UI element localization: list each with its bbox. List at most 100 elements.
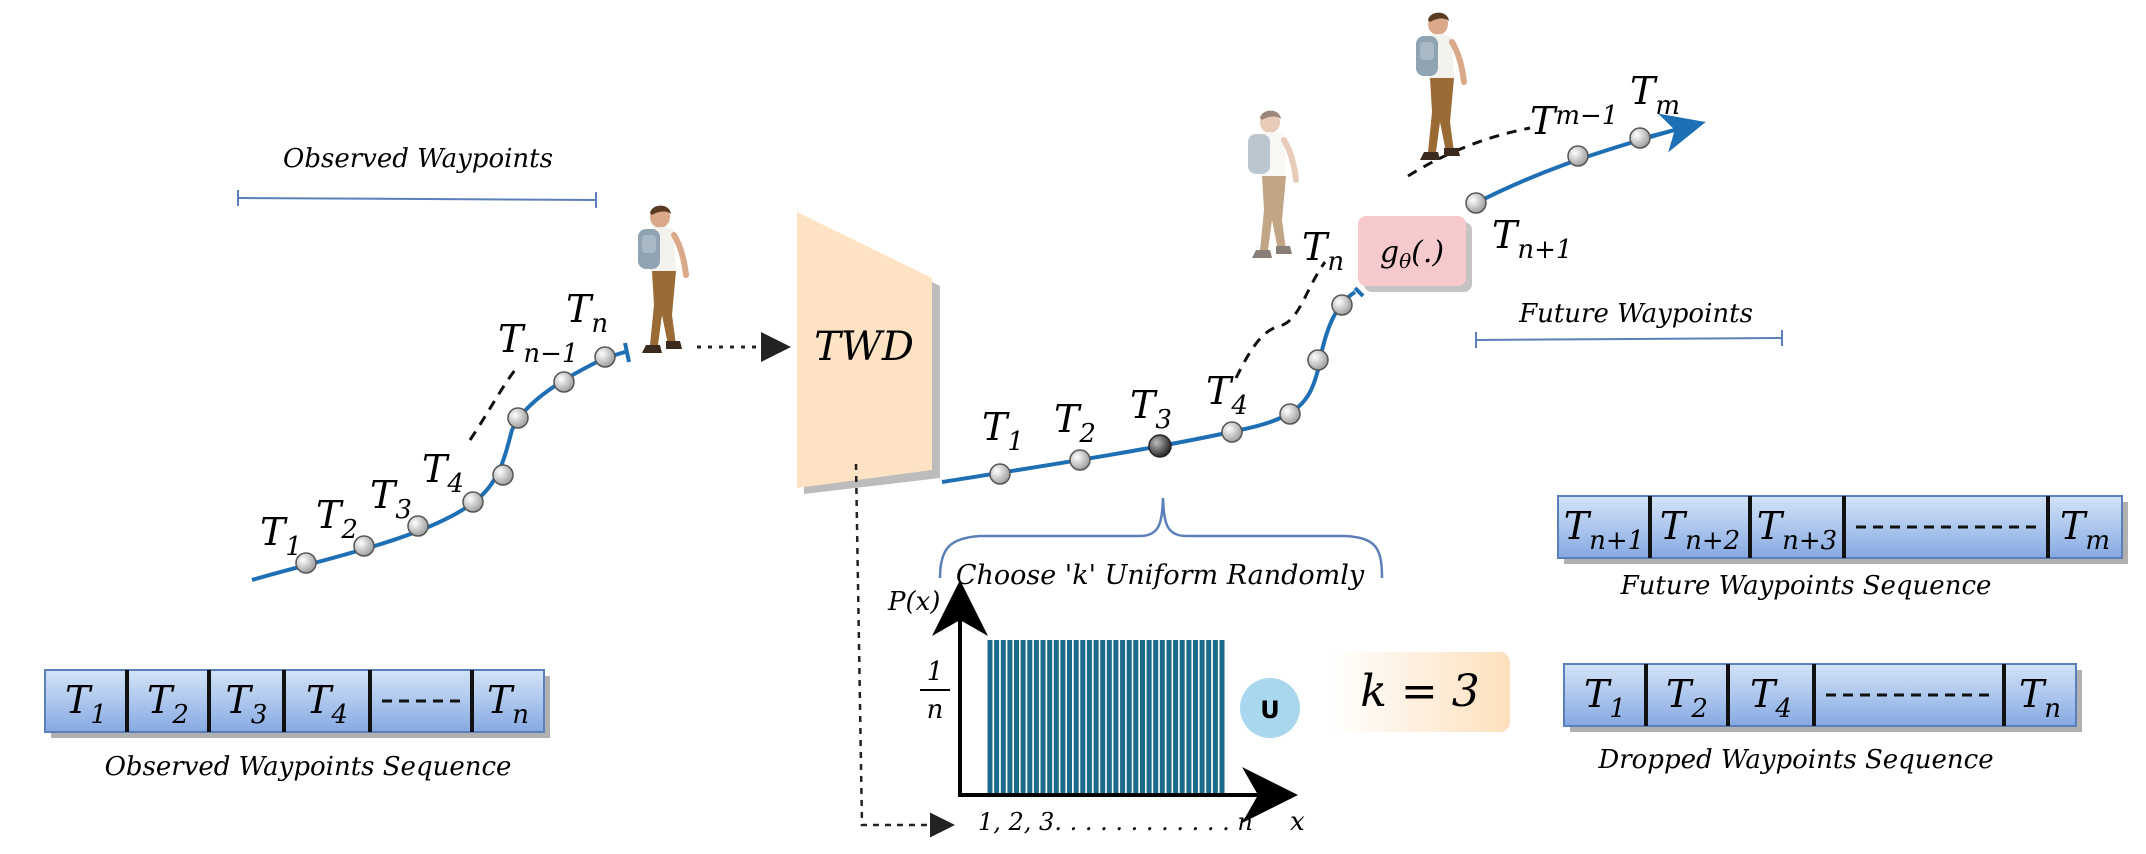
uniform-bar [1133,640,1139,795]
uniform-bar [1014,640,1019,795]
k-equation-box [1330,652,1510,732]
uniform-bar [987,640,993,795]
twd-label: TWD [814,324,914,370]
uniform-distribution-plot: P(x) x 1 n 1, 2, 3. . . . . . . . . . . … [887,580,1305,837]
sequence-cell [1557,495,1651,559]
density-numerator: 1 [927,657,944,687]
sequence-cell [208,669,285,733]
uniform-bar [1186,640,1192,795]
g-theta-block: gθ(.) [1358,216,1472,292]
dropped-sequence-caption: Dropped Waypoints Sequence [1597,745,1993,775]
observed-waypoints-caption: Observed Waypoints [283,144,553,174]
right-trajectory-path [941,290,1357,484]
uniform-bar [1159,640,1165,795]
sequence-cell-label: Tn+1 [1564,504,1644,556]
uniform-bar [1140,640,1145,795]
walker-icon [1416,12,1467,160]
right-label-tn-plus-1: Tn+1 [1492,213,1572,265]
sequence-cell-label: T1 [65,678,107,730]
k-equation-block: k = 3 [1330,652,1510,732]
uniform-bar [1020,640,1026,795]
left-label-t4: T4 [422,447,464,499]
uniform-bar [1067,640,1072,795]
future-sequence-caption: Future Waypoints Sequence [1620,571,1992,601]
left-trajectory-end-cap [623,342,631,363]
future-waypoints-caption-group: Future Waypoints [1475,299,1783,348]
left-waypoint-dot [462,491,484,513]
uniform-bar [1120,640,1126,795]
uniform-bar [1100,640,1106,795]
left-waypoint-dot [507,407,529,429]
uniform-bar [1106,640,1112,795]
right-waypoint-dot [1069,449,1091,471]
uniform-bar [1000,640,1006,795]
right-waypoint-dot [989,463,1011,485]
right-waypoint-dot [1221,421,1243,443]
sequence-cell-label: T2 [147,678,189,730]
left-waypoint-dot [407,515,429,537]
right-trajectory-labels: T1 T2 T3 T4 Tn Tn+1 Tm−1 Tm [982,69,1680,457]
sequence-cell-label: T4 [306,678,348,730]
uniform-bar [1047,640,1053,795]
uniform-bar [1053,640,1059,795]
uniform-bar [1153,640,1159,795]
right-waypoint-dot [1279,403,1301,425]
uniform-bar [1007,640,1013,795]
future-waypoint-dot [1567,145,1589,167]
observed-waypoints-caption-group: Observed Waypoints [237,144,597,208]
selection-brace [938,497,1384,579]
uniform-bar [1086,640,1092,795]
sequence-cell [283,669,371,733]
right-waypoint-dot [1331,294,1353,316]
left-label-t1: T1 [260,510,302,562]
x-axis-label: x [1290,807,1305,837]
left-trajectory [251,342,631,582]
uniform-badge-circle [1240,678,1300,738]
g-theta-box [1358,216,1466,286]
observed-sequence-caption: Observed Waypoints Sequence [105,752,512,782]
left-waypoint-dot [492,464,514,486]
sequence-cell-label: Tn [487,678,529,730]
right-label-tn: Tn [1302,225,1344,277]
walker-icon [638,205,689,353]
sequence-cell-label: Tn [2019,672,2061,724]
future-waypoint-dot [1629,127,1651,149]
uniform-bar [1166,640,1172,795]
uniform-bar [994,640,1000,795]
uniform-bar [1146,640,1152,795]
right-label-t3: T3 [1130,383,1172,435]
walker-icon [1248,110,1299,258]
future-trajectory [1407,113,1706,214]
future-waypoint-dot [1465,192,1487,214]
uniform-bar [1126,640,1132,795]
density-denominator: n [927,695,944,725]
left-waypoint-dot [594,346,616,368]
left-waypoint-dot [353,535,375,557]
left-waypoint-dot [295,552,317,574]
right-trajectory-end-cap [1353,286,1365,298]
sequence-cell-label: T4 [1750,672,1792,724]
right-trajectory [941,261,1365,485]
uniform-bar [1027,640,1033,795]
dropped-waypoint-dot [1148,434,1172,458]
observed-range-line [237,197,597,201]
future-range-line [1475,337,1783,341]
uniform-bar [1080,640,1086,795]
k-equation-label: k = 3 [1360,666,1480,717]
g-theta-label: gθ(.) [1380,235,1444,273]
uniform-bar [1040,640,1046,795]
uniform-bar [1179,640,1185,795]
uniform-bar [1033,640,1039,795]
y-axis-label: P(x) [887,587,940,617]
sequence-cell-label: Tm [2060,504,2110,556]
uniform-bar [1093,640,1099,795]
twd-block: TWD [797,212,940,494]
uniform-bar [1206,640,1212,795]
uniform-bar [1113,640,1119,795]
right-label-t4: T4 [1206,369,1248,421]
uniform-bar [1193,640,1198,795]
right-label-t1: T1 [982,405,1024,457]
left-trajectory-labels: T1 T2 T3 T4 Tn−1 Tn [260,287,608,562]
